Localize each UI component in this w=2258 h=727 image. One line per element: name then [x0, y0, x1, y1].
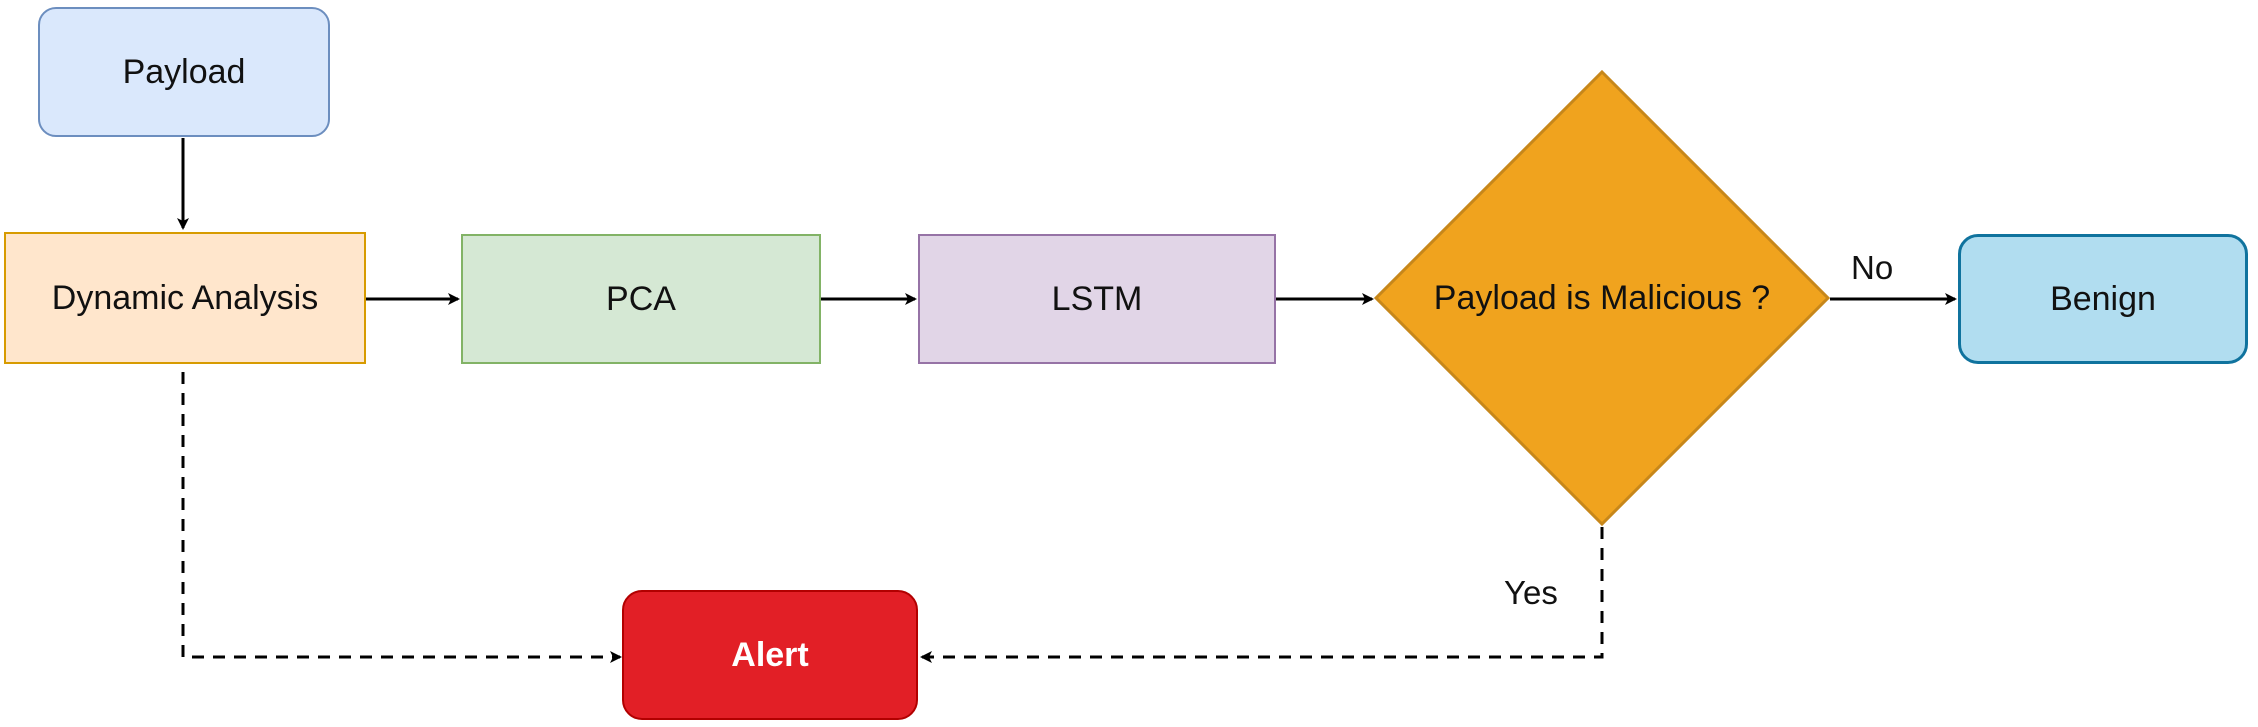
edge-dynamic-analysis-to-alert: [181, 372, 622, 663]
lstm-node: LSTM: [918, 234, 1276, 364]
decision-node: Payload is Malicious ?: [1374, 70, 1830, 526]
edge-label-no: No: [1851, 249, 1894, 286]
decision-diamond: [1374, 70, 1830, 526]
decision-label: Payload is Malicious ?: [1433, 278, 1771, 317]
benign-node: Benign: [1958, 234, 2248, 364]
edge-label-yes: Yes: [1504, 574, 1558, 611]
edge-decision-to-alert: [920, 527, 1604, 663]
dynamic-analysis-label: Dynamic Analysis: [51, 278, 319, 317]
dynamic-analysis-node: Dynamic Analysis: [4, 232, 366, 364]
benign-label: Benign: [2050, 279, 2156, 318]
alert-label: Alert: [731, 635, 809, 674]
payload-label: Payload: [122, 52, 246, 91]
lstm-label: LSTM: [1051, 279, 1143, 318]
payload-node: Payload: [38, 7, 330, 137]
pca-label: PCA: [606, 279, 676, 318]
pca-node: PCA: [461, 234, 821, 364]
alert-node: Alert: [622, 590, 918, 720]
